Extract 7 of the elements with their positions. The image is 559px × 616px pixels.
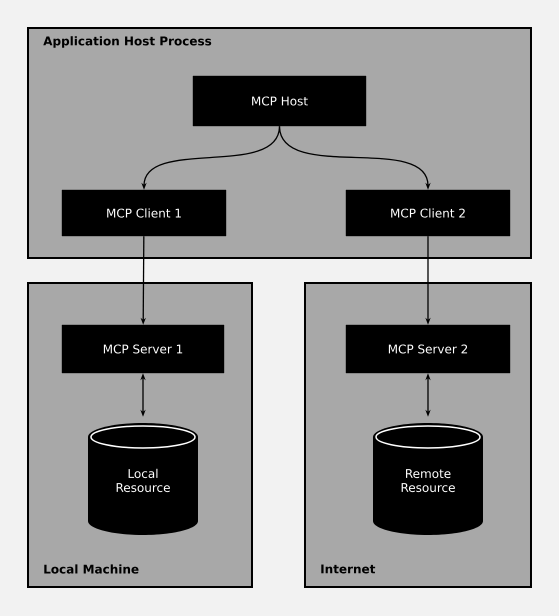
- process-box: MCP Server 1: [62, 324, 224, 374]
- process-box: MCP Host: [192, 76, 366, 126]
- process-box: MCP Client 2: [346, 190, 510, 236]
- database-cylinder: Remote Resource: [373, 423, 483, 535]
- database-cylinder: Local Resource: [88, 423, 198, 535]
- process-box: MCP Client 1: [62, 190, 226, 236]
- process-box: MCP Server 2: [346, 324, 510, 374]
